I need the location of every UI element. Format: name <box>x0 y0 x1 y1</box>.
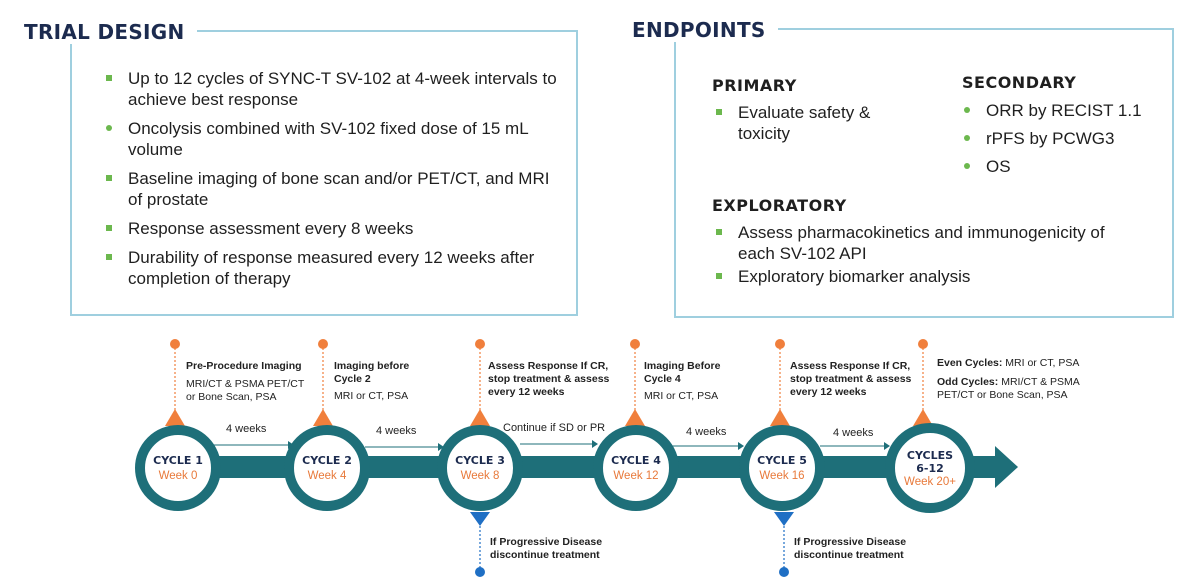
note-heading: Imaging Before Cycle 4 <box>644 360 721 385</box>
top-connectors <box>174 344 924 412</box>
cycle-5: CYCLE 5 Week 16 <box>739 425 825 511</box>
top-marker <box>470 409 490 426</box>
cycle-name: CYCLE 5 <box>757 454 807 467</box>
cycle-4: CYCLE 4 Week 12 <box>593 425 679 511</box>
note-heading: Assess Response If CR, stop treatment & … <box>790 360 912 398</box>
note-heading: Assess Response If CR, stop treatment & … <box>488 360 610 398</box>
note-cycles-6-12: Even Cycles: MRI or CT, PSA Odd Cycles: … <box>937 357 1087 402</box>
bottom-marker <box>774 512 794 526</box>
note-cycle-2: Imaging before Cycle 2 MRI or CT, PSA <box>334 360 424 403</box>
cycle-week: Week 8 <box>460 470 500 482</box>
top-marker <box>165 409 185 426</box>
pd-note-cycle-5: If Progressive Disease discontinue treat… <box>794 536 907 561</box>
note-detail: MRI or CT, PSA <box>644 390 719 402</box>
interval-label: 4 weeks <box>226 423 267 435</box>
secondary-item: rPFS by PCWG3 <box>962 128 1162 149</box>
odd-detail: MRI/CT & PSMA PET/CT or Bone Scan, PSA <box>937 376 1080 401</box>
interval-arrowhead <box>884 442 890 450</box>
interval-label: 4 weeks <box>833 427 874 439</box>
top-dot <box>918 339 928 349</box>
endpoints-panel <box>674 28 1174 318</box>
cycle-name: CYCLE 2 <box>302 454 352 467</box>
top-dot <box>170 339 180 349</box>
trial-design-list: Up to 12 cycles of SYNC-T SV-102 at 4-we… <box>104 68 559 297</box>
cycle-name: CYCLES 6-12 <box>906 448 954 475</box>
cycle-name: CYCLE 3 <box>455 454 505 467</box>
cycles-6-12: CYCLES 6-12 Week 20+ <box>885 423 975 513</box>
cycle-1: CYCLE 1 Week 0 <box>135 425 221 511</box>
top-dot <box>475 339 485 349</box>
secondary-item: ORR by RECIST 1.1 <box>962 100 1162 121</box>
cycle-week: Week 12 <box>613 470 659 482</box>
trial-design-bullet: Baseline imaging of bone scan and/or PET… <box>104 168 559 210</box>
trial-design-bullet: Durability of response measured every 12… <box>104 247 559 289</box>
top-dot <box>775 339 785 349</box>
trial-design-panel <box>70 30 578 316</box>
top-dot <box>318 339 328 349</box>
note-cycle-3: Assess Response If CR, stop treatment & … <box>488 360 613 399</box>
secondary-heading: SECONDARY <box>962 73 1077 92</box>
exploratory-item: Assess pharmacokinetics and immunogenici… <box>714 222 1134 264</box>
top-marker <box>625 409 645 426</box>
note-heading: Imaging before Cycle 2 <box>334 360 410 385</box>
interval-arrowhead <box>592 440 598 448</box>
interval-label: 4 weeks <box>686 426 727 438</box>
primary-heading: PRIMARY <box>712 76 797 95</box>
exploratory-heading: EXPLORATORY <box>712 196 847 215</box>
primary-item: Evaluate safety & toxicity <box>714 102 874 144</box>
cycle-week: Week 0 <box>158 470 198 482</box>
primary-list: Evaluate safety & toxicity <box>714 102 874 152</box>
cycle-3: CYCLE 3 Week 8 <box>437 425 523 511</box>
top-marker <box>313 409 333 426</box>
note-heading: Pre-Procedure Imaging <box>186 360 302 372</box>
top-marker <box>770 409 790 426</box>
even-label: Even Cycles: <box>937 357 1003 369</box>
secondary-list: ORR by RECIST 1.1 rPFS by PCWG3 OS <box>962 100 1162 185</box>
trial-design-title: TRIAL DESIGN <box>12 20 197 44</box>
timeline-arrowhead <box>995 446 1018 488</box>
cycle-2: CYCLE 2 Week 4 <box>284 425 370 511</box>
exploratory-list: Assess pharmacokinetics and immunogenici… <box>714 222 1134 295</box>
interval-arrowhead <box>738 442 744 450</box>
endpoints-title: ENDPOINTS <box>620 18 778 42</box>
interval-label: Continue if SD or PR <box>503 422 606 434</box>
note-cycle-4: Imaging Before Cycle 4 MRI or CT, PSA <box>644 360 739 403</box>
exploratory-item: Exploratory biomarker analysis <box>714 266 1134 287</box>
cycle-timeline: CYCLE 1 Week 0 CYCLE 2 Week 4 CYCLE 3 We… <box>0 320 1200 580</box>
note-cycle-5: Assess Response If CR, stop treatment & … <box>790 360 915 399</box>
note-detail: MRI or CT, PSA <box>334 390 409 402</box>
note-cycle-1: Pre-Procedure Imaging MRI/CT & PSMA PET/… <box>186 360 311 404</box>
pd-note-cycle-3: If Progressive Disease discontinue treat… <box>490 536 603 561</box>
top-dot <box>630 339 640 349</box>
cycle-name: CYCLE 4 <box>611 454 661 467</box>
cycle-week: Week 20+ <box>904 475 956 488</box>
cycle-name: CYCLE 1 <box>153 454 203 467</box>
trial-design-bullet: Oncolysis combined with SV-102 fixed dos… <box>104 118 559 160</box>
interval-label: 4 weeks <box>376 425 417 437</box>
trial-design-bullet: Response assessment every 8 weeks <box>104 218 559 239</box>
odd-label: Odd Cycles: <box>937 376 999 388</box>
bottom-marker <box>470 512 490 526</box>
note-detail: MRI/CT & PSMA PET/CT or Bone Scan, PSA <box>186 378 305 403</box>
even-detail: MRI or CT, PSA <box>1005 357 1080 369</box>
trial-design-bullet: Up to 12 cycles of SYNC-T SV-102 at 4-we… <box>104 68 559 110</box>
top-marker <box>913 409 933 426</box>
cycle-week: Week 4 <box>307 470 347 482</box>
cycle-week: Week 16 <box>759 470 805 482</box>
secondary-item: OS <box>962 156 1162 177</box>
